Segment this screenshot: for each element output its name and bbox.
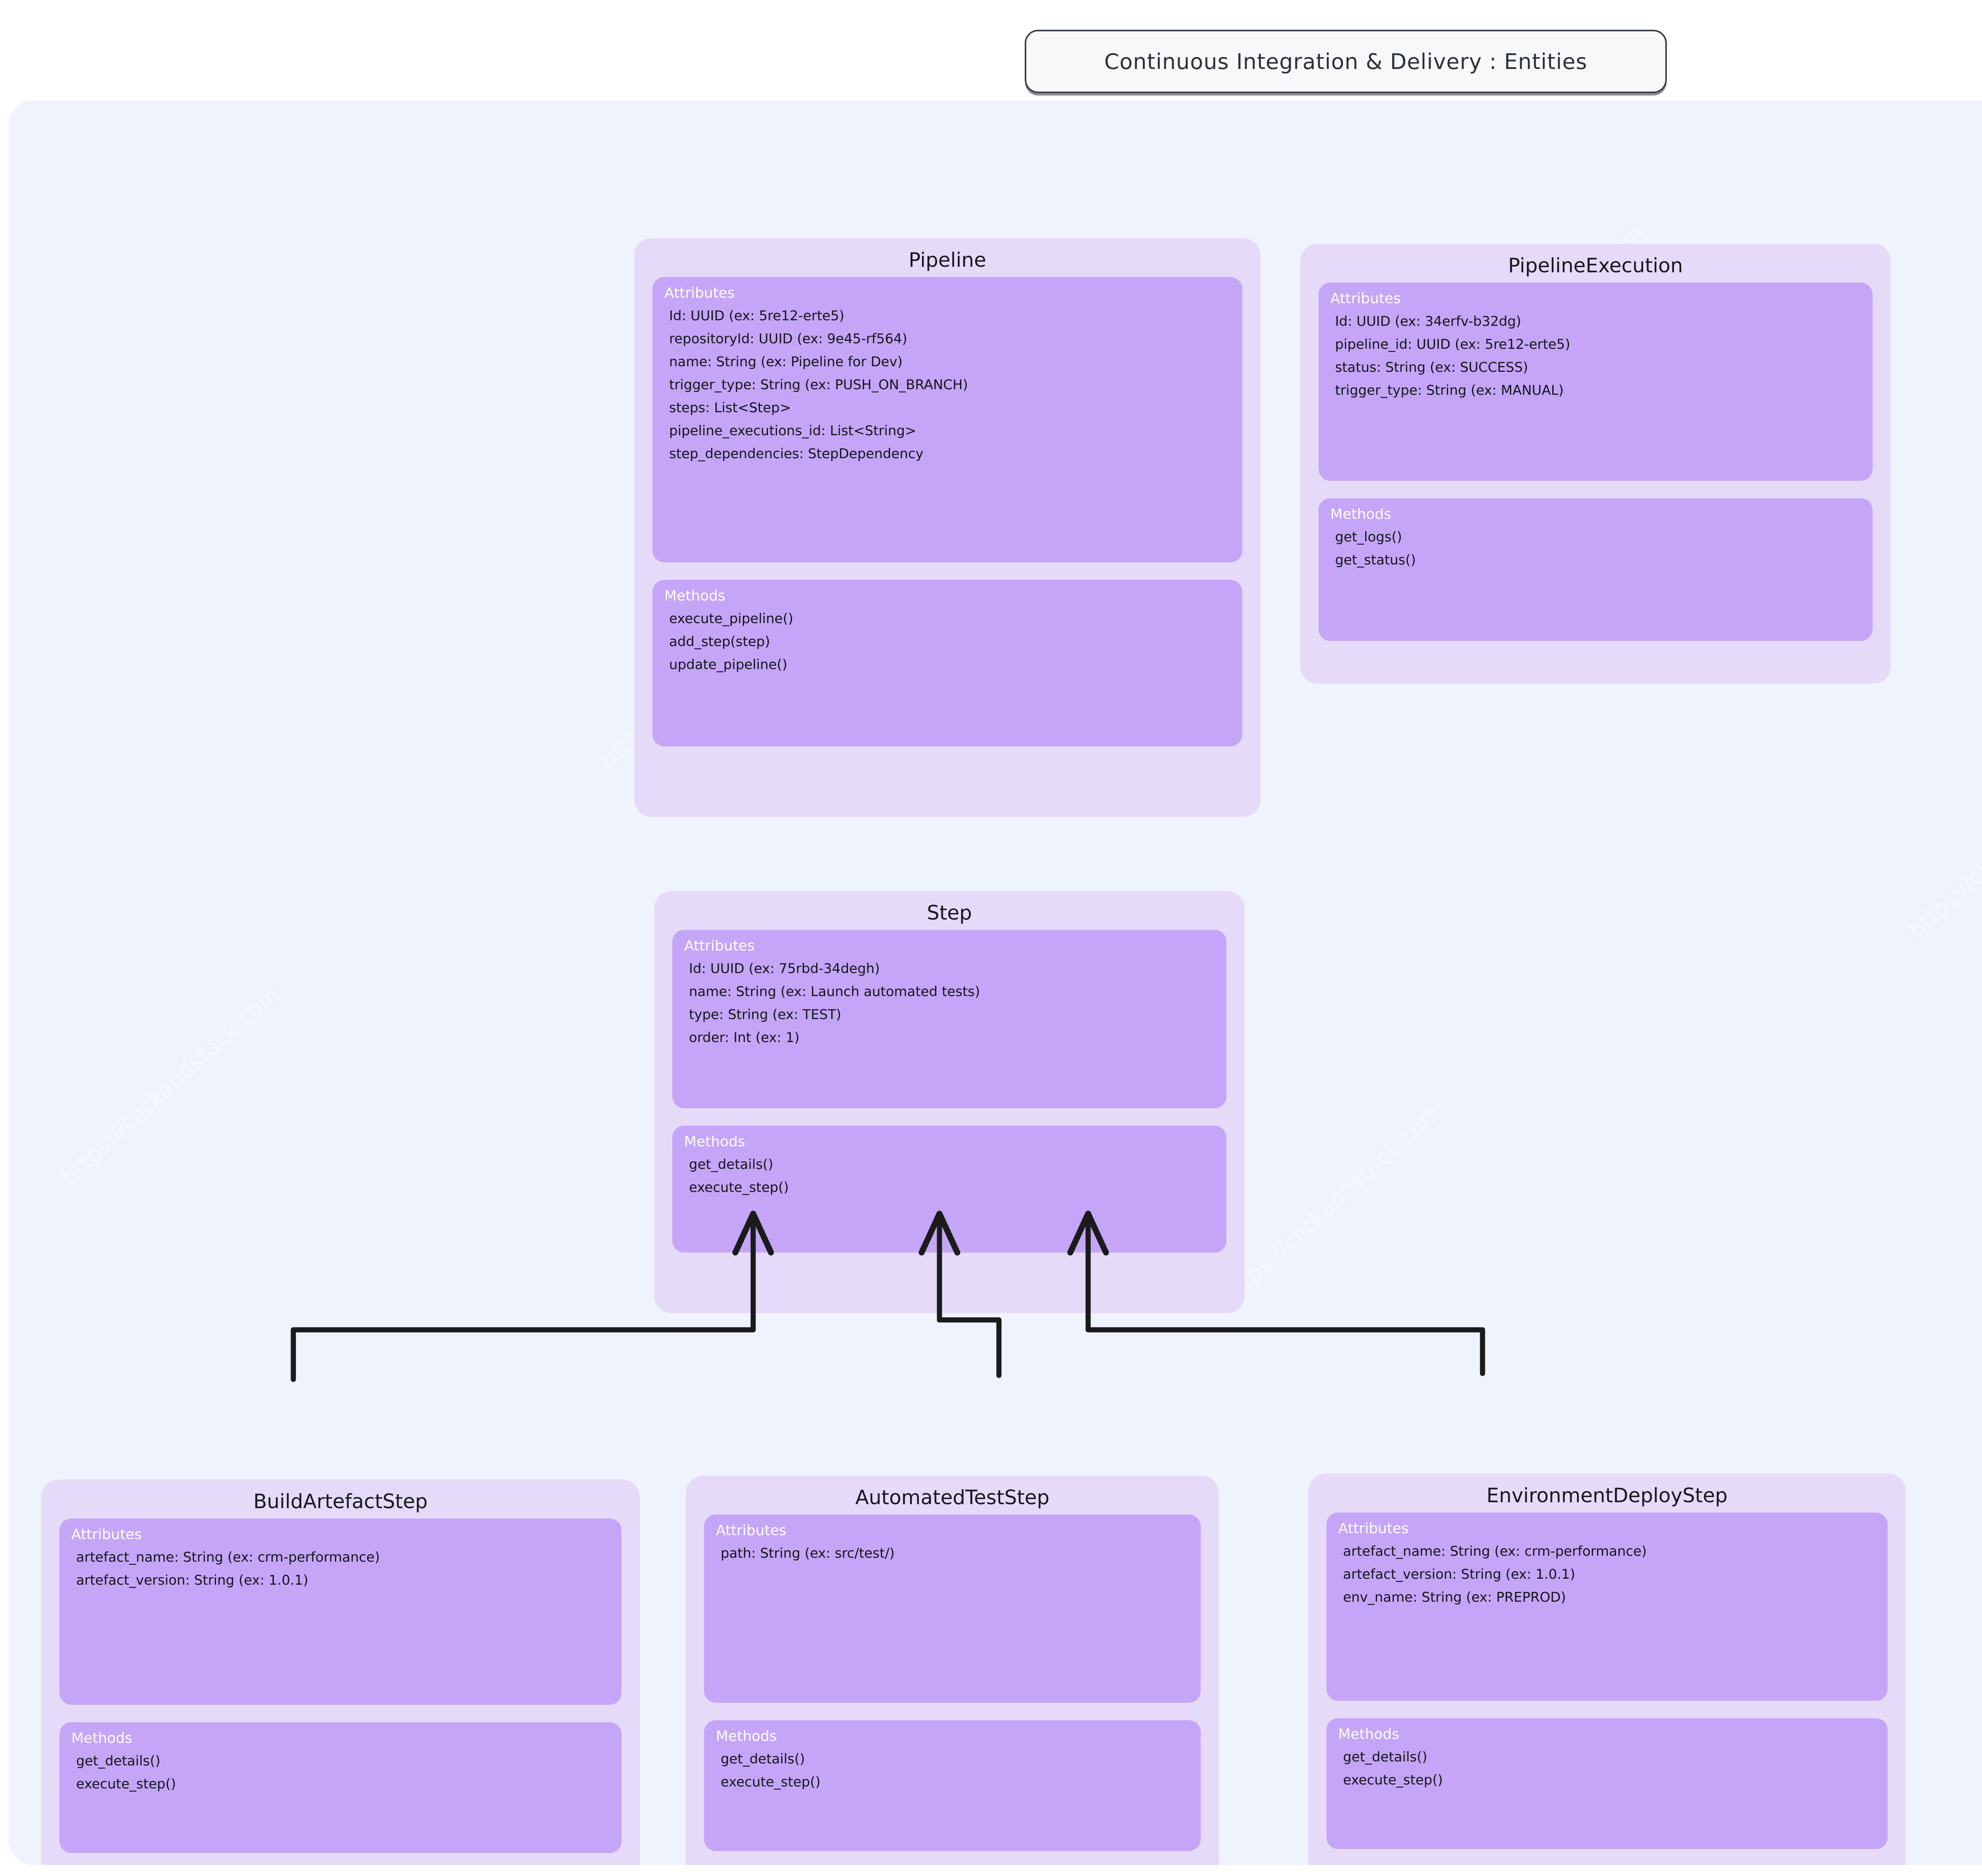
- methods-section: Methods get_details() execute_step(): [59, 1722, 622, 1853]
- section-label-attributes: Attributes: [716, 1522, 786, 1539]
- watermark-text: https://clickandstack.com: [1218, 1099, 1446, 1309]
- method-row: execute_step(): [76, 1776, 176, 1792]
- section-label-methods: Methods: [71, 1730, 132, 1746]
- page-title: Continuous Integration & Delivery : Enti…: [1104, 49, 1588, 74]
- methods-section: Methods get_details() execute_step(): [672, 1126, 1226, 1253]
- section-label-attributes: Attributes: [684, 938, 755, 954]
- section-label-methods: Methods: [684, 1134, 745, 1150]
- section-label-methods: Methods: [1338, 1726, 1399, 1742]
- method-row: execute_pipeline(): [669, 611, 794, 627]
- attribute-row: repositoryId: UUID (ex: 9e45-rf564): [669, 331, 907, 347]
- entity-title: PipelineExecution: [1508, 254, 1683, 277]
- attribute-row: artefact_version: String (ex: 1.0.1): [76, 1572, 308, 1588]
- entity-card-automated-test-step[interactable]: AutomatedTestStep Attributes path: Strin…: [686, 1476, 1219, 1865]
- entity-card-build-artefact-step[interactable]: BuildArtefactStep Attributes artefact_na…: [41, 1480, 640, 1865]
- attributes-section: Attributes artefact_name: String (ex: cr…: [1326, 1513, 1888, 1701]
- method-row: get_details(): [689, 1157, 773, 1172]
- attribute-row: artefact_name: String (ex: crm-performan…: [1343, 1543, 1647, 1559]
- methods-section: Methods get_logs() get_status(): [1318, 498, 1873, 641]
- attributes-section: Attributes Id: UUID (ex: 5re12-erte5) re…: [652, 277, 1242, 562]
- diagram-canvas: https://clickandstack.com https://clicka…: [9, 100, 1982, 1865]
- entity-title: AutomatedTestStep: [855, 1486, 1050, 1509]
- watermark-text: https://clickandstack.com: [1904, 734, 1982, 944]
- attribute-row: status: String (ex: SUCCESS): [1335, 360, 1528, 375]
- attribute-row: step_dependencies: StepDependency: [669, 446, 924, 462]
- section-label-attributes: Attributes: [71, 1526, 142, 1543]
- method-row: execute_step(): [1343, 1772, 1443, 1788]
- attributes-section: Attributes Id: UUID (ex: 75rbd-34degh) n…: [672, 930, 1226, 1108]
- attribute-row: Id: UUID (ex: 75rbd-34degh): [689, 961, 880, 977]
- method-row: update_pipeline(): [669, 657, 788, 673]
- entity-card-step[interactable]: Step Attributes Id: UUID (ex: 75rbd-34de…: [654, 891, 1245, 1313]
- method-row: execute_step(): [721, 1774, 821, 1790]
- attributes-section: Attributes path: String (ex: src/test/): [704, 1515, 1201, 1703]
- attribute-row: pipeline_id: UUID (ex: 5re12-erte5): [1335, 337, 1571, 352]
- entity-title: BuildArtefactStep: [253, 1490, 428, 1513]
- attribute-row: Id: UUID (ex: 34erfv-b32dg): [1335, 314, 1521, 329]
- attribute-row: trigger_type: String (ex: PUSH_ON_BRANCH…: [669, 377, 968, 393]
- watermark-text: https://clickandstack.com: [56, 980, 285, 1190]
- method-row: get_details(): [721, 1751, 805, 1767]
- diagram-title-pill: Continuous Integration & Delivery : Enti…: [1025, 30, 1667, 93]
- attribute-row: artefact_version: String (ex: 1.0.1): [1343, 1566, 1575, 1582]
- section-label-attributes: Attributes: [1338, 1520, 1409, 1537]
- methods-section: Methods get_details() execute_step(): [1326, 1718, 1888, 1849]
- attribute-row: steps: List<Step>: [669, 400, 791, 416]
- attribute-row: Id: UUID (ex: 5re12-erte5): [669, 308, 844, 324]
- entity-title: EnvironmentDeployStep: [1486, 1484, 1728, 1507]
- method-row: get_details(): [76, 1753, 161, 1769]
- method-row: add_step(step): [669, 634, 770, 650]
- section-label-methods: Methods: [664, 588, 725, 604]
- section-label-attributes: Attributes: [1330, 291, 1401, 307]
- entity-card-environment-deploy-step[interactable]: EnvironmentDeployStep Attributes artefac…: [1308, 1474, 1906, 1865]
- method-row: get_status(): [1335, 552, 1416, 568]
- method-row: get_details(): [1343, 1749, 1427, 1765]
- entity-title: Pipeline: [909, 249, 986, 272]
- methods-section: Methods execute_pipeline() add_step(step…: [652, 580, 1242, 746]
- method-row: execute_step(): [689, 1180, 789, 1195]
- methods-section: Methods get_details() execute_step(): [704, 1720, 1201, 1851]
- entity-title: Step: [927, 901, 972, 924]
- attribute-row: order: Int (ex: 1): [689, 1030, 800, 1046]
- attribute-row: path: String (ex: src/test/): [721, 1545, 895, 1561]
- entity-card-pipeline-execution[interactable]: PipelineExecution Attributes Id: UUID (e…: [1300, 244, 1891, 684]
- attributes-section: Attributes Id: UUID (ex: 34erfv-b32dg) p…: [1318, 283, 1873, 481]
- attribute-row: type: String (ex: TEST): [689, 1007, 842, 1023]
- entity-card-pipeline[interactable]: Pipeline Attributes Id: UUID (ex: 5re12-…: [634, 238, 1261, 817]
- method-row: get_logs(): [1335, 529, 1402, 545]
- attribute-row: artefact_name: String (ex: crm-performan…: [76, 1549, 380, 1565]
- attribute-row: name: String (ex: Pipeline for Dev): [669, 354, 903, 370]
- attribute-row: name: String (ex: Launch automated tests…: [689, 984, 980, 1000]
- section-label-attributes: Attributes: [664, 285, 735, 301]
- attributes-section: Attributes artefact_name: String (ex: cr…: [59, 1518, 622, 1705]
- section-label-methods: Methods: [1330, 506, 1391, 522]
- attribute-row: pipeline_executions_id: List<String>: [669, 423, 916, 439]
- attribute-row: trigger_type: String (ex: MANUAL): [1335, 382, 1564, 398]
- attribute-row: env_name: String (ex: PREPROD): [1343, 1589, 1566, 1605]
- section-label-methods: Methods: [716, 1728, 777, 1744]
